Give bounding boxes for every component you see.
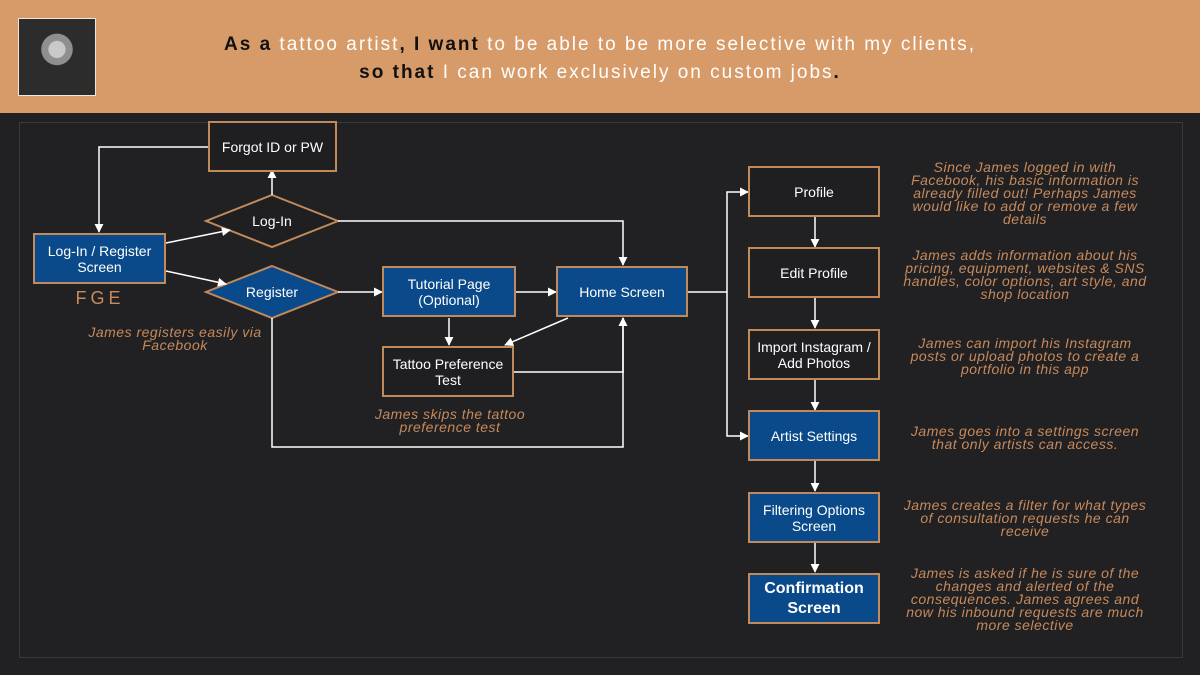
home-screen-label: Home Screen	[579, 283, 665, 300]
fge-label: FGE	[75, 288, 125, 308]
confirmation-box: Confirmation Screen	[748, 573, 880, 624]
tutorial-label: Tutorial Page (Optional)	[407, 275, 491, 308]
edit-profile-label: Edit Profile	[780, 264, 848, 281]
note-import: James can import his Instagram posts or …	[910, 335, 1140, 377]
arrow-test-home	[514, 317, 628, 373]
user-story: As a tattoo artist, I want to be able to…	[224, 34, 976, 83]
header-banner: As a tattoo artist, I want to be able to…	[0, 0, 1200, 113]
diagram-frame	[19, 122, 1183, 658]
note-settings: James goes into a settings screen that o…	[910, 423, 1140, 452]
note-registers: James registers easily via Facebook	[88, 324, 262, 353]
note-confirm: James is asked if he is sure of the chan…	[906, 565, 1144, 633]
profile-box: Profile	[748, 166, 880, 217]
tattoo-test-box: Tattoo Preference Test	[382, 346, 514, 397]
forgot-id-box: Forgot ID or PW	[208, 121, 337, 172]
login-register-label: Log-In / Register Screen	[47, 242, 152, 275]
edit-profile-box: Edit Profile	[748, 247, 880, 298]
filtering-box: Filtering Options Screen	[748, 492, 880, 543]
login-diamond	[203, 193, 341, 249]
note-skips: James skips the tattoo preference test	[374, 406, 526, 435]
import-label: Import Instagram / Add Photos	[757, 338, 871, 371]
arrow-branch-settings	[726, 292, 749, 441]
register-label: Register	[245, 284, 299, 300]
tattoo-test-label: Tattoo Preference Test	[392, 355, 504, 388]
note-profile: Since James logged in with Facebook, his…	[911, 159, 1139, 227]
forgot-id-label: Forgot ID or PW	[221, 138, 324, 155]
arrow-screen-login	[165, 227, 231, 244]
login-label: Log-In	[252, 213, 292, 229]
artist-settings-label: Artist Settings	[770, 427, 858, 444]
tutorial-box: Tutorial Page (Optional)	[382, 266, 516, 317]
user-avatar	[18, 18, 96, 96]
login-decision: Log-In	[206, 206, 338, 236]
artist-settings-box: Artist Settings	[748, 410, 880, 461]
arrow-forgot-loginscreen	[94, 146, 208, 233]
arrow-register-home	[271, 317, 628, 448]
arrow-home-test	[504, 317, 569, 346]
register-decision: Register	[206, 277, 338, 307]
login-register-box: Log-In / Register Screen	[33, 233, 166, 284]
arrow-screen-register	[165, 270, 227, 287]
filtering-label: Filtering Options Screen	[763, 501, 865, 534]
arrow-branch-profile	[726, 187, 749, 292]
home-screen-box: Home Screen	[556, 266, 688, 317]
arrow-login-home	[338, 220, 628, 266]
note-edit: James adds information about his pricing…	[903, 247, 1147, 302]
import-box: Import Instagram / Add Photos	[748, 329, 880, 380]
note-filter: James creates a filter for what types of…	[903, 497, 1147, 539]
profile-label: Profile	[794, 183, 834, 200]
confirmation-label: Confirmation Screen	[764, 579, 864, 617]
